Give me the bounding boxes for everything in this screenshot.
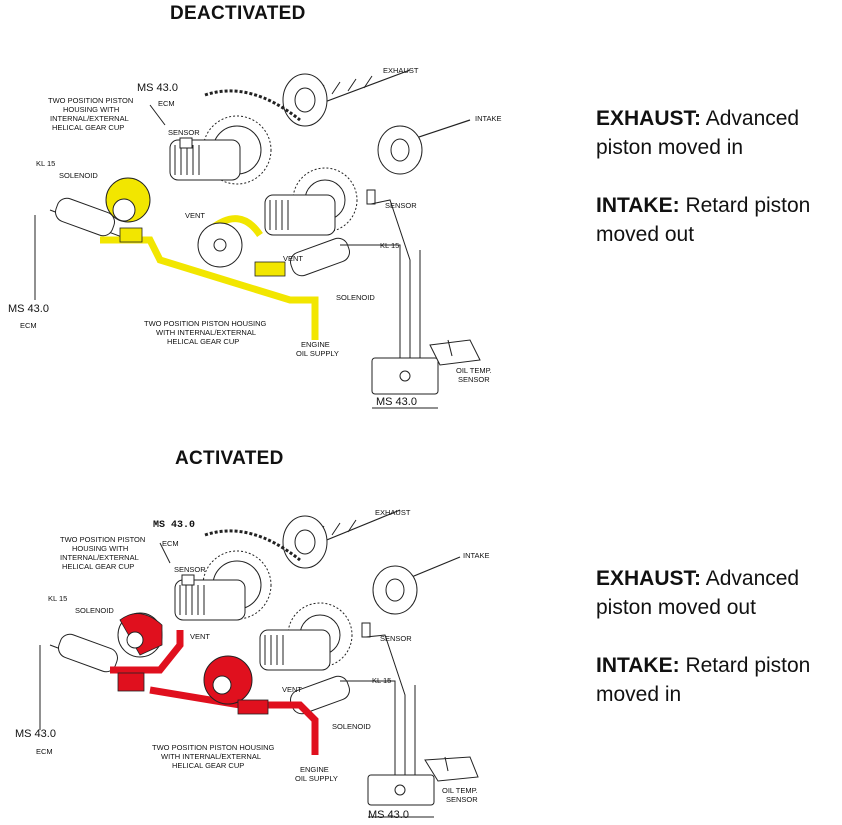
- oil-supply-l2: OIL SUPPLY: [295, 774, 338, 783]
- intake-text: Retard piston moved out: [596, 194, 811, 246]
- exhaust-key: EXHAUST:: [596, 107, 702, 130]
- oil-temp-l2: SENSOR: [446, 795, 478, 804]
- vent-left-label: VENT: [190, 632, 210, 641]
- piston-bottom-l1: TWO POSITION PISTON HOUSING: [144, 319, 267, 328]
- piston-bottom-l3: HELICAL GEAR CUP: [167, 337, 239, 346]
- vanos-diagram-deactivated: MS 43.0 ECM TWO POSITION PISTON HOUSING …: [8, 66, 502, 409]
- kl15-left-label: KL 15: [36, 159, 55, 168]
- piston-top-l3: INTERNAL/EXTERNAL: [50, 114, 129, 123]
- ecm-left-label: MS 43.0: [15, 728, 56, 740]
- kl15-left-label: KL 15: [48, 594, 67, 603]
- vent-right-label: VENT: [282, 685, 302, 694]
- exhaust-status: EXHAUST: Advanced piston moved out: [596, 564, 842, 622]
- intake-status: INTAKE: Retard piston moved out: [596, 191, 842, 249]
- oil-supply-l2: OIL SUPPLY: [296, 349, 339, 358]
- deactivated-description: EXHAUST: Advanced piston moved in INTAKE…: [596, 104, 842, 278]
- piston-top-l4: HELICAL GEAR CUP: [52, 123, 124, 132]
- intake-text: Retard piston moved in: [596, 654, 811, 706]
- exhaust-label: EXHAUST: [375, 508, 411, 517]
- ecm-top-label: MS 43.0: [153, 520, 195, 531]
- oil-temp-l1: OIL TEMP.: [456, 366, 492, 375]
- intake-label: INTAKE: [463, 551, 490, 560]
- ecm-top-sub: ECM: [158, 99, 175, 108]
- ecm-box-label: MS 43.0: [368, 809, 409, 821]
- piston-bottom-l2: WITH INTERNAL/EXTERNAL: [161, 752, 261, 761]
- exhaust-key: EXHAUST:: [596, 567, 702, 590]
- heading-activated: ACTIVATED: [175, 448, 284, 469]
- ecm-box-label: MS 43.0: [376, 396, 417, 408]
- exhaust-text: Advanced piston moved in: [596, 107, 800, 159]
- oil-supply-l1: ENGINE: [300, 765, 329, 774]
- oil-temp-l2: SENSOR: [458, 375, 490, 384]
- solenoid-left-label: SOLENOID: [59, 171, 98, 180]
- ecm-left-sub: ECM: [20, 321, 37, 330]
- exhaust-status: EXHAUST: Advanced piston moved in: [596, 104, 842, 162]
- sensor-right-label: SENSOR: [380, 634, 412, 643]
- heading-deactivated: DEACTIVATED: [170, 3, 306, 24]
- intake-label: INTAKE: [475, 114, 502, 123]
- ecm-left-label: MS 43.0: [8, 303, 49, 315]
- oil-path-deactivated: [100, 177, 319, 340]
- ecm-left-sub: ECM: [36, 747, 53, 756]
- piston-top-l1: TWO POSITION PISTON: [60, 535, 145, 544]
- vent-left-label: VENT: [185, 211, 205, 220]
- solenoid-right-label: SOLENOID: [332, 722, 371, 731]
- solenoid-left-label: SOLENOID: [75, 606, 114, 615]
- intake-key: INTAKE:: [596, 654, 680, 677]
- kl15-right-label: KL 15: [380, 241, 399, 250]
- piston-bottom-l1: TWO POSITION PISTON HOUSING: [152, 743, 275, 752]
- vanos-diagram-activated: MS 43.0 ECM TWO POSITION PISTON HOUSING …: [15, 508, 490, 821]
- piston-bottom-l2: WITH INTERNAL/EXTERNAL: [156, 328, 256, 337]
- sensor-right-label: SENSOR: [385, 201, 417, 210]
- exhaust-text: Advanced piston moved out: [596, 567, 800, 619]
- intake-key: INTAKE:: [596, 194, 680, 217]
- piston-top-l2: HOUSING WITH: [63, 105, 119, 114]
- kl15-right-label: KL 15: [372, 676, 391, 685]
- piston-bottom-l3: HELICAL GEAR CUP: [172, 761, 244, 770]
- intake-status: INTAKE: Retard piston moved in: [596, 651, 842, 709]
- ecm-top-sub: ECM: [162, 539, 179, 548]
- exhaust-label: EXHAUST: [383, 66, 419, 75]
- oil-supply-l1: ENGINE: [301, 340, 330, 349]
- oil-path-activated: [110, 612, 319, 755]
- piston-top-l3: INTERNAL/EXTERNAL: [60, 553, 139, 562]
- solenoid-right-label: SOLENOID: [336, 293, 375, 302]
- piston-top-l2: HOUSING WITH: [72, 544, 128, 553]
- sensor-left-label: SENSOR: [174, 565, 206, 574]
- piston-top-l4: HELICAL GEAR CUP: [62, 562, 134, 571]
- vent-right-label: VENT: [283, 254, 303, 263]
- sensor-left-label: SENSOR: [168, 128, 200, 137]
- ecm-top-label: MS 43.0: [137, 82, 178, 94]
- piston-top-l1: TWO POSITION PISTON: [48, 96, 133, 105]
- activated-description: EXHAUST: Advanced piston moved out INTAK…: [596, 564, 842, 738]
- oil-temp-l1: OIL TEMP.: [442, 786, 478, 795]
